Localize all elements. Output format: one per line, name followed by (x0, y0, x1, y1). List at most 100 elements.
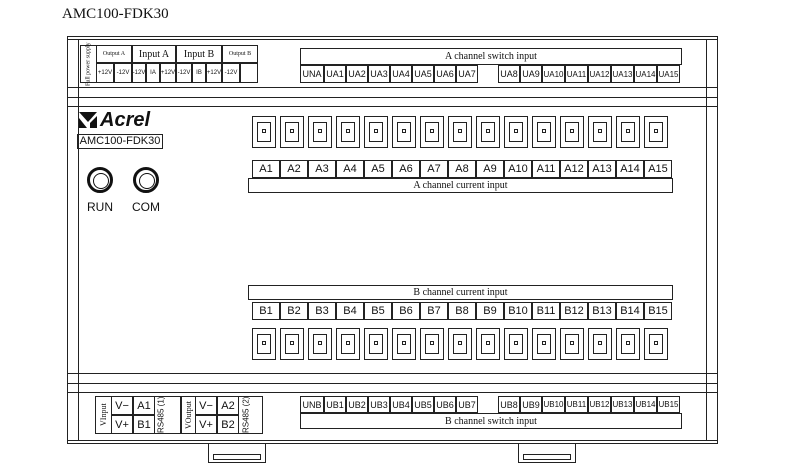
b-switch-terminal-label: UB11 (565, 396, 588, 413)
b-current-screw-terminal-icon (448, 328, 472, 360)
run-label: RUN (87, 200, 113, 214)
a-current-channel-label: A9 (476, 160, 504, 178)
b-current-screw-terminal-icon (420, 328, 444, 360)
a-current-channel-label: A2 (280, 160, 308, 178)
b-current-channel-label: B14 (616, 302, 644, 320)
a-switch-terminal-label: UA10 (542, 65, 565, 83)
a-switch-terminal-label: UA7 (456, 65, 478, 83)
b-switch-terminal-label: UB8 (498, 396, 520, 413)
a-current-title-box: A channel current input (248, 178, 673, 193)
b-switch-terminal-label: UB6 (434, 396, 456, 413)
b-current-channel-label: B11 (532, 302, 560, 320)
pin-label: -12V (176, 63, 192, 83)
v-minus-label: V− (111, 396, 133, 415)
enclosure-left-edge (67, 36, 68, 444)
a-current-screw-terminal-icon (252, 116, 276, 148)
b-current-screw-terminal-icon (280, 328, 304, 360)
a2-label: A2 (217, 396, 239, 415)
v-minus-label: V− (195, 396, 217, 415)
b-current-screw-terminal-icon (616, 328, 640, 360)
a-current-channel-label: A8 (448, 160, 476, 178)
a-switch-terminal-label: UA4 (390, 65, 412, 83)
a-current-screw-terminal-icon (364, 116, 388, 148)
a-current-channel-label: A11 (532, 160, 560, 178)
vinput-label: VInput (95, 396, 111, 434)
b-current-channel-label: B7 (420, 302, 448, 320)
b-current-channel-label: B10 (504, 302, 532, 320)
output-a-label: Output A (96, 45, 132, 63)
b-current-title: B channel current input (413, 287, 508, 298)
a-switch-title: A channel switch input (300, 48, 682, 65)
run-indicator-icon (87, 167, 113, 193)
a-current-screw-terminal-icon (392, 116, 416, 148)
enclosure-left-inner (78, 39, 79, 440)
a-current-screw-terminal-icon (476, 116, 500, 148)
b-switch-terminal-label: UNB (300, 396, 324, 413)
b-switch-title: B channel switch input (300, 413, 682, 429)
mounting-clip-right (518, 443, 576, 463)
a-switch-terminal-label: UA3 (368, 65, 390, 83)
pin-label: +12V (96, 63, 114, 83)
b-current-screw-terminal-icon (392, 328, 416, 360)
a-current-screw-terminal-icon (336, 116, 360, 148)
b-switch-terminal-label: UB7 (456, 396, 478, 413)
b-current-screw-terminal-icon (336, 328, 360, 360)
com-label: COM (132, 200, 160, 214)
b-current-channel-label: B13 (588, 302, 616, 320)
a-current-title: A channel current input (413, 180, 508, 191)
enclosure-bottom-edge-inner (67, 443, 718, 444)
b-current-channel-label: B3 (308, 302, 336, 320)
b-switch-terminal-label: UB4 (390, 396, 412, 413)
a-switch-terminal-label: UA13 (611, 65, 634, 83)
b-switch-terminal-label: UB1 (324, 396, 346, 413)
rail-line (67, 97, 718, 98)
brand-name: Acrel (100, 109, 151, 131)
rail-line (67, 106, 718, 107)
b-current-screw-terminal-icon (308, 328, 332, 360)
b-current-channel-label: B1 (252, 302, 280, 320)
pin-label: IA (146, 63, 160, 83)
a-switch-terminal-label: UNA (300, 65, 324, 83)
b-current-channel-label: B5 (364, 302, 392, 320)
a-current-screw-terminal-icon (644, 116, 668, 148)
enclosure-right-inner (706, 39, 707, 440)
a-current-channel-label: A12 (560, 160, 588, 178)
a-switch-terminal-label: UA15 (657, 65, 680, 83)
a-current-channel-label: A5 (364, 160, 392, 178)
pin-label (240, 63, 258, 83)
b-switch-terminal-label: UB14 (634, 396, 657, 413)
a-switch-terminal-label: UA5 (412, 65, 434, 83)
a-switch-terminal-label: UA12 (588, 65, 611, 83)
b-current-channel-label: B2 (280, 302, 308, 320)
pin-label: IB (192, 63, 206, 83)
b-current-channel-label: B12 (560, 302, 588, 320)
b-current-channel-label: B15 (644, 302, 672, 320)
b1-label: B1 (133, 415, 155, 434)
a-switch-terminal-label: UA9 (520, 65, 542, 83)
enclosure-right-edge (717, 36, 718, 444)
enclosure-bottom-edge (67, 440, 718, 441)
v-plus-label: V+ (111, 415, 133, 434)
rail-line (67, 373, 718, 374)
a-current-screw-terminal-icon (588, 116, 612, 148)
b-current-screw-terminal-icon (476, 328, 500, 360)
b-current-screw-terminal-icon (252, 328, 276, 360)
b-current-channel-label: B6 (392, 302, 420, 320)
a-switch-terminal-label: UA11 (565, 65, 588, 83)
v-plus-label: V+ (195, 415, 217, 434)
b-current-screw-terminal-icon (644, 328, 668, 360)
a-current-screw-terminal-icon (560, 116, 584, 148)
b2-label: B2 (217, 415, 239, 434)
aux-power-label: Full power supply (80, 42, 96, 86)
b-switch-terminal-label: UB9 (520, 396, 542, 413)
a-current-channel-label: A6 (392, 160, 420, 178)
com-indicator-icon (133, 167, 159, 193)
enclosure-top-edge (67, 36, 718, 37)
pin-label: -12V (114, 63, 132, 83)
a-current-channel-label: A14 (616, 160, 644, 178)
a-current-channel-label: A10 (504, 160, 532, 178)
input-a-label: Input A (132, 45, 176, 63)
rs485-2-label: RS485 (2) (241, 396, 251, 434)
document-title: AMC100-FDK30 (62, 6, 169, 22)
b-current-screw-terminal-icon (532, 328, 556, 360)
